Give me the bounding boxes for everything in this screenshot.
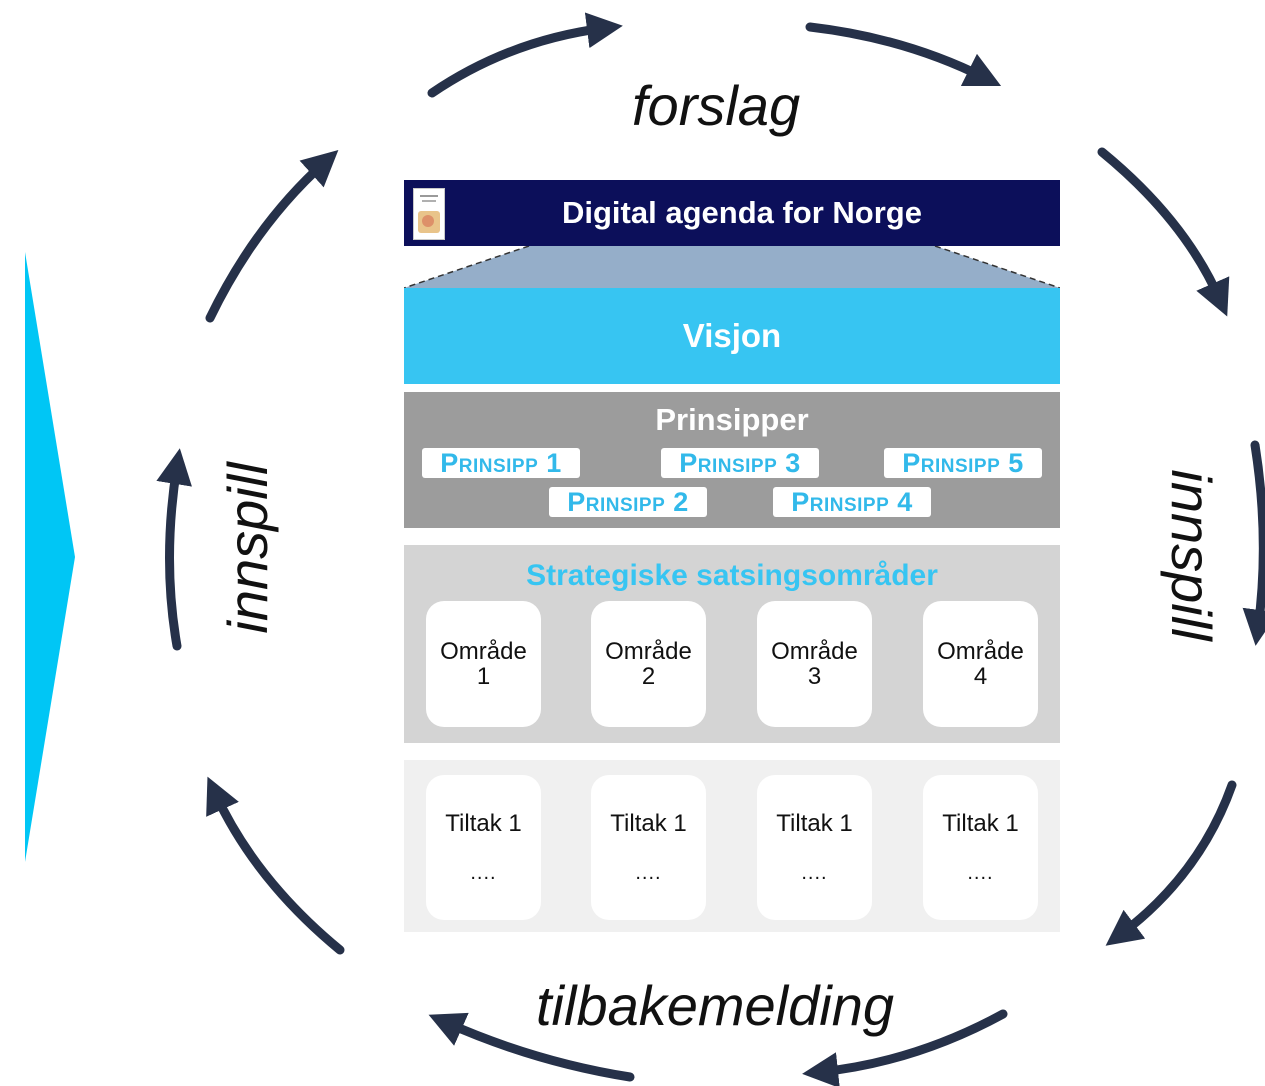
header-connector-shape: [404, 246, 1060, 289]
cycle-arrow-bottom-right: [802, 1009, 1008, 1086]
principle-pill-3: Prinsipp 3: [661, 448, 819, 478]
measure-card-3: Tiltak 1 ....: [757, 775, 872, 920]
cycle-arrow-right-middle: [1242, 440, 1265, 646]
cycle-arrow-bottom-left: [428, 1012, 635, 1082]
vision-block: Visjon: [404, 288, 1060, 384]
agenda-title: Digital agenda for Norge: [562, 195, 922, 230]
area-card-label: Område: [771, 637, 858, 665]
measure-card-label: Tiltak 1: [942, 810, 1019, 837]
strategic-areas-block: Strategiske satsingsområder Område 1 Omr…: [404, 545, 1060, 743]
cycle-arrow-top-right: [805, 22, 1002, 87]
cycle-label-tilbakemelding: tilbakemelding: [536, 974, 894, 1037]
area-card-label: Område: [605, 637, 692, 665]
area-card-number: 4: [973, 663, 988, 690]
measures-block: Tiltak 1 .... Tiltak 1 .... Tiltak 1 ...…: [404, 760, 1060, 932]
area-card-2: Område 2: [591, 601, 706, 727]
cycle-arrow-right-lower: [1105, 780, 1237, 946]
measure-card-2: Tiltak 1 ....: [591, 775, 706, 920]
principles-block: Prinsipper Prinsipp 1 Prinsipp 3 Prinsip…: [404, 392, 1060, 528]
area-card-4: Område 4: [923, 601, 1038, 727]
cycle-arrow-left-upper: [205, 149, 339, 323]
measure-card-ellipsis: ....: [801, 862, 828, 884]
measure-card-ellipsis: ....: [635, 862, 662, 884]
cycle-arrow-left-lower: [206, 776, 345, 955]
area-card-number: 3: [807, 663, 822, 690]
area-card-number: 1: [476, 663, 491, 690]
cycle-arrow-top-left: [427, 12, 623, 98]
measure-card-label: Tiltak 1: [776, 810, 853, 837]
cycle-arrow-left-middle: [156, 448, 192, 651]
principle-pill-4: Prinsipp 4: [773, 487, 931, 517]
document-cover-icon: [413, 188, 445, 240]
area-card-3: Område 3: [757, 601, 872, 727]
strategic-areas-title: Strategiske satsingsområder: [526, 559, 938, 592]
measure-card-ellipsis: ....: [967, 862, 994, 884]
cycle-label-forslag: forslag: [632, 74, 801, 137]
cyan-wedge-shape: [25, 252, 75, 862]
measure-card-1: Tiltak 1 ....: [426, 775, 541, 920]
measure-card-label: Tiltak 1: [445, 810, 522, 837]
principles-title: Prinsipper: [655, 402, 809, 437]
cycle-label-innspill-right: innspill: [1160, 469, 1223, 641]
measure-card-label: Tiltak 1: [610, 810, 687, 837]
principle-pill-1: Prinsipp 1: [422, 448, 580, 478]
principle-pill-2: Prinsipp 2: [549, 487, 707, 517]
measure-card-ellipsis: ....: [470, 862, 497, 884]
cycle-label-innspill-left: innspill: [216, 462, 279, 634]
area-card-1: Område 1: [426, 601, 541, 727]
area-card-label: Område: [440, 637, 527, 665]
area-card-number: 2: [641, 663, 656, 690]
agenda-header: Digital agenda for Norge: [404, 180, 1060, 246]
measure-card-4: Tiltak 1 ....: [923, 775, 1038, 920]
area-card-label: Område: [937, 637, 1024, 665]
cycle-arrow-right-upper: [1097, 147, 1230, 317]
principle-pill-5: Prinsipp 5: [884, 448, 1042, 478]
